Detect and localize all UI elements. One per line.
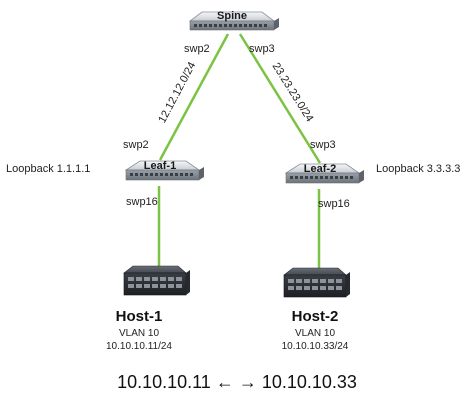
host1-server <box>123 265 190 296</box>
host1-vlan: VLAN 10 <box>119 328 159 339</box>
leaf2-loopback: Loopback 3.3.3.3 <box>376 163 460 175</box>
spine-switch <box>188 11 279 31</box>
leaf2-name: Leaf-2 <box>304 163 336 175</box>
subnet-spine-leaf1: 12.12.12.0/24 <box>156 60 198 125</box>
spine-name: Spine <box>217 10 247 22</box>
leaf1-host-port: swp16 <box>126 196 158 208</box>
leaf2-uplink-port: swp3 <box>310 139 336 151</box>
host2-server <box>283 267 350 298</box>
link-spine-leaf1 <box>158 33 230 161</box>
host1-ip: 10.10.10.11/24 <box>106 341 172 352</box>
host1-name: Host-1 <box>116 308 163 325</box>
link-spine-leaf2 <box>238 33 322 164</box>
leaf2-host-port: swp16 <box>318 198 350 210</box>
leaf1-switch <box>124 160 204 181</box>
spine-port-right: swp3 <box>249 43 275 55</box>
host2-ip: 10.10.10.33/24 <box>282 341 349 352</box>
leaf2-switch <box>284 163 364 184</box>
host2-name: Host-2 <box>292 308 339 325</box>
leaf1-loopback: Loopback 1.1.1.1 <box>6 163 90 175</box>
host2-vlan: VLAN 10 <box>295 328 335 339</box>
spine-port-left: swp2 <box>184 43 210 55</box>
leaf1-name: Leaf-1 <box>144 160 176 172</box>
leaf1-uplink-port: swp2 <box>123 139 149 151</box>
traffic-flow-caption: 10.10.10.11 ← → 10.10.10.33 <box>117 372 357 392</box>
